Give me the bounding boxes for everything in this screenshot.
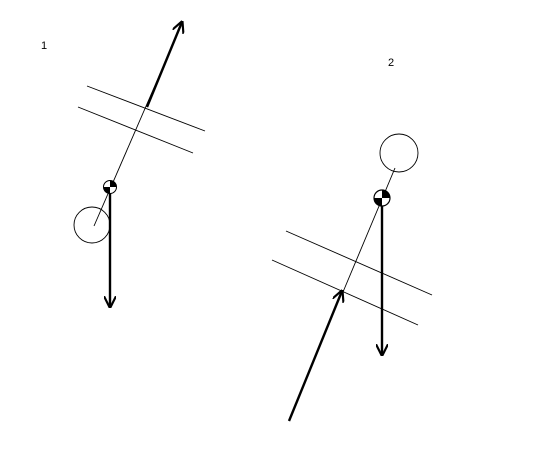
panel-1-surface-line-lower <box>77 106 194 154</box>
panel-1-label: 1 <box>41 40 47 52</box>
panel-2-surface-line-upper <box>285 230 433 296</box>
panel-1-center-of-mass-icon <box>103 180 117 194</box>
panel-1-force-arrow-up <box>145 22 182 108</box>
panel-2-force-arrow-up <box>287 291 342 422</box>
panel-2-label: 2 <box>388 57 394 69</box>
panel-1: 1 <box>41 21 206 307</box>
panel-1-surface-line-upper <box>86 85 206 132</box>
panel-1-ball-circle <box>73 206 111 244</box>
panel-2-surface-line-lower <box>271 259 419 326</box>
panel-2: 2 <box>271 57 433 422</box>
panel-2-axis-line <box>342 167 396 293</box>
panel-2-center-of-mass-icon <box>373 189 391 207</box>
panel-2-ball-circle <box>379 133 419 173</box>
